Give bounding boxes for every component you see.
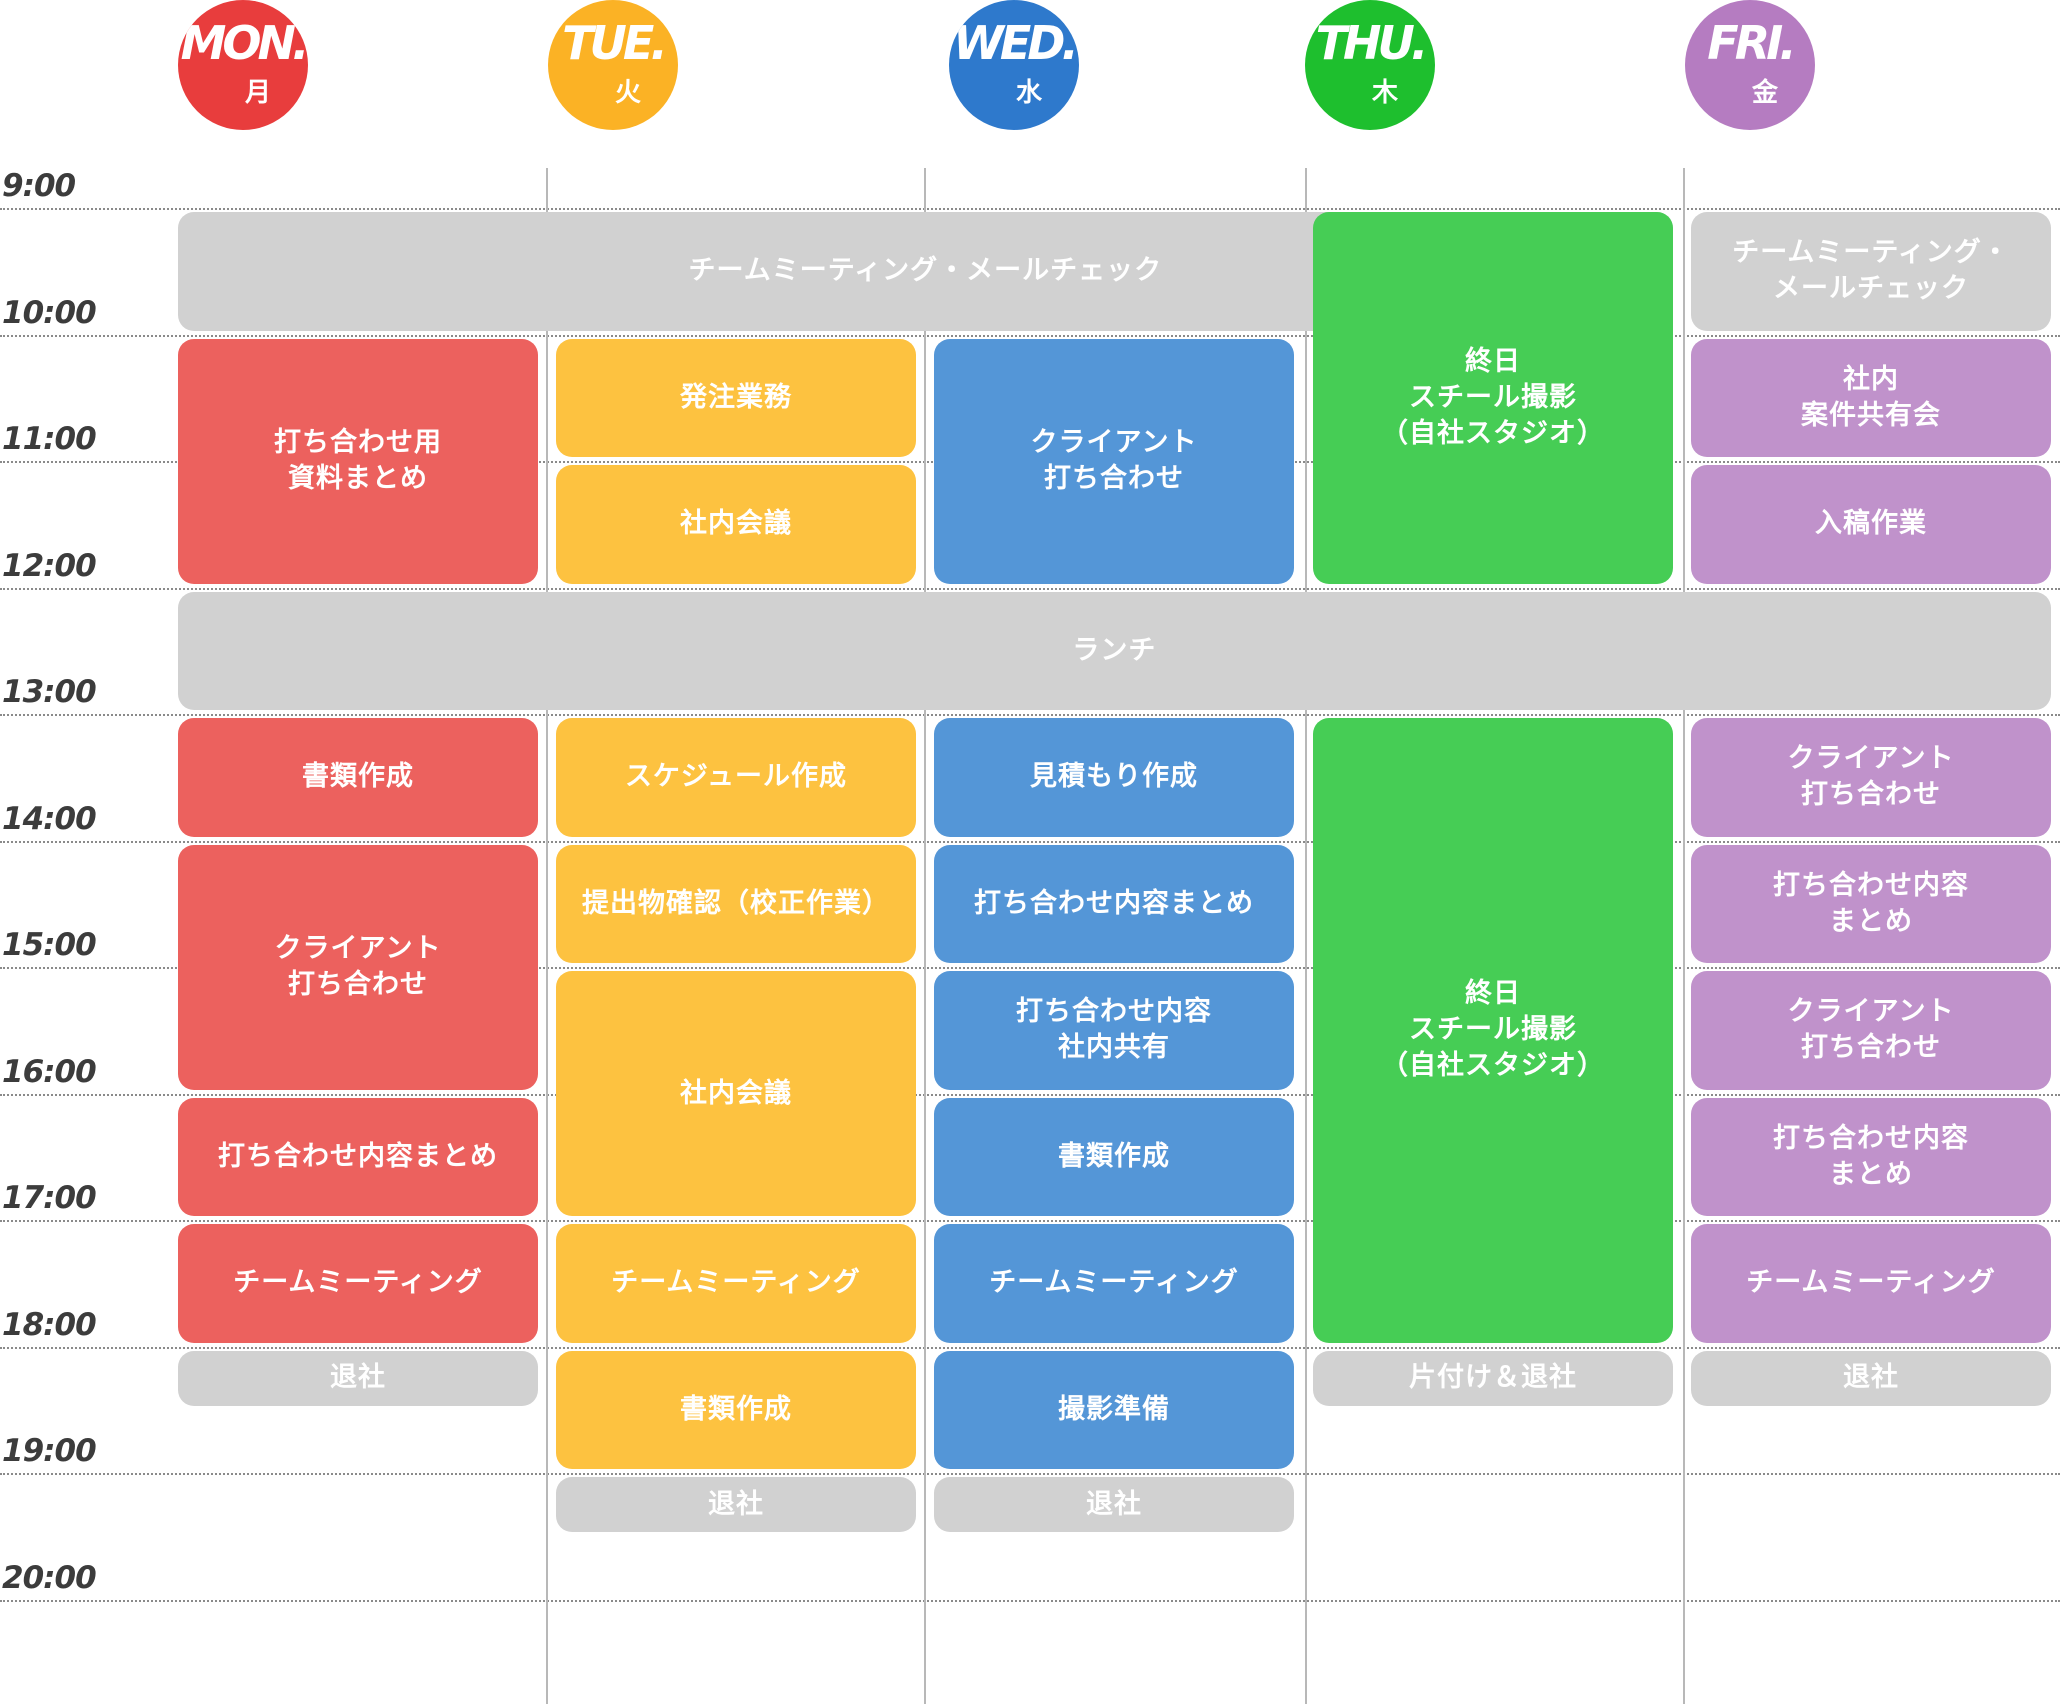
event-block: チームミーティング・ メールチェック	[1691, 212, 2051, 331]
hour-label: 9:00	[2, 168, 76, 204]
hour-gridline	[0, 1346, 2060, 1349]
event-block: 社内 案件共有会	[1691, 338, 2051, 457]
event-block: 終日 スチール撮影 （自社スタジオ）	[1313, 212, 1673, 584]
event-block: クライアント 打ち合わせ	[1691, 971, 2051, 1090]
event-block: チームミーティング	[1691, 1224, 2051, 1343]
day-badge-mon: MON. 月	[178, 0, 308, 130]
hour-gridline	[0, 714, 2060, 716]
day-kanji: 火	[614, 78, 641, 108]
day-column-separator	[1683, 168, 1685, 1704]
event-block: 退社	[934, 1477, 1294, 1533]
day-badge-fri: FRI. 金	[1685, 0, 1815, 130]
hour-label: 20:00	[2, 1559, 97, 1596]
hour-gridline	[0, 967, 2060, 969]
day-column-separator	[546, 168, 548, 1704]
event-block: 打ち合わせ用 資料まとめ	[178, 338, 538, 584]
event-block: 打ち合わせ内容 まとめ	[1691, 1097, 2051, 1216]
day-kanji: 金	[1751, 78, 1778, 108]
event-block: 書類作成	[556, 1350, 916, 1469]
day-badge-tue: TUE. 火	[548, 0, 678, 130]
event-block: 打ち合わせ内容 まとめ	[1691, 844, 2051, 963]
event-block: 撮影準備	[934, 1350, 1294, 1469]
event-block: クライアント 打ち合わせ	[178, 844, 538, 1090]
event-block: 書類作成	[178, 718, 538, 837]
event-block: 見積もり作成	[934, 718, 1294, 837]
hour-label: 16:00	[2, 1053, 97, 1090]
day-abbr: WED.	[953, 16, 1079, 70]
event-block: クライアント 打ち合わせ	[1691, 718, 2051, 837]
event-block: 書類作成	[934, 1097, 1294, 1216]
hour-gridline	[0, 587, 2060, 590]
hour-gridline	[0, 208, 2060, 210]
event-block: 打ち合わせ内容 社内共有	[934, 971, 1294, 1090]
event-block: 社内会議	[556, 465, 916, 584]
event-block: チームミーティング	[556, 1224, 916, 1343]
event-block: チームミーティング	[178, 1224, 538, 1343]
day-column-separator	[1305, 168, 1307, 1704]
day-abbr: MON.	[180, 16, 308, 70]
hour-label: 12:00	[2, 547, 97, 584]
hour-label: 17:00	[2, 1180, 97, 1216]
hour-label: 11:00	[2, 421, 97, 457]
day-abbr: FRI.	[1707, 16, 1796, 70]
event-block: ランチ	[178, 591, 2051, 710]
hour-gridline	[0, 1599, 2060, 1602]
day-kanji: 月	[244, 78, 271, 108]
hour-gridline	[0, 840, 2060, 843]
hour-gridline	[0, 1220, 2060, 1222]
day-badge-wed: WED. 水	[949, 0, 1079, 130]
day-column-separator	[924, 168, 926, 1704]
hour-gridline	[0, 334, 2060, 337]
hour-label: 13:00	[2, 674, 97, 710]
event-block: スケジュール作成	[556, 718, 916, 837]
hour-gridline	[0, 1473, 2060, 1475]
hour-label: 15:00	[2, 927, 97, 963]
hour-label: 19:00	[2, 1433, 97, 1469]
day-kanji: 木	[1371, 78, 1398, 108]
hour-gridline	[0, 1093, 2060, 1096]
day-abbr: TUE.	[562, 16, 668, 70]
event-block: 打ち合わせ内容まとめ	[178, 1097, 538, 1216]
hour-label: 14:00	[2, 800, 97, 837]
event-block: 退社	[178, 1350, 538, 1406]
event-block: 社内会議	[556, 971, 916, 1216]
event-block: 入稿作業	[1691, 465, 2051, 584]
hour-label: 18:00	[2, 1306, 97, 1343]
event-block: 退社	[1691, 1350, 2051, 1406]
day-kanji: 水	[1015, 78, 1042, 108]
event-block: 提出物確認（校正作業）	[556, 844, 916, 963]
event-block: 終日 スチール撮影 （自社スタジオ）	[1313, 718, 1673, 1343]
event-block: 打ち合わせ内容まとめ	[934, 844, 1294, 963]
event-block: 発注業務	[556, 338, 916, 457]
day-abbr: THU.	[1315, 16, 1429, 70]
day-badge-thu: THU. 木	[1305, 0, 1435, 130]
event-block: チームミーティング	[934, 1224, 1294, 1343]
hour-label: 10:00	[2, 294, 97, 331]
event-block: 退社	[556, 1477, 916, 1533]
event-block: クライアント 打ち合わせ	[934, 338, 1294, 584]
event-block: 片付け＆退社	[1313, 1350, 1673, 1406]
